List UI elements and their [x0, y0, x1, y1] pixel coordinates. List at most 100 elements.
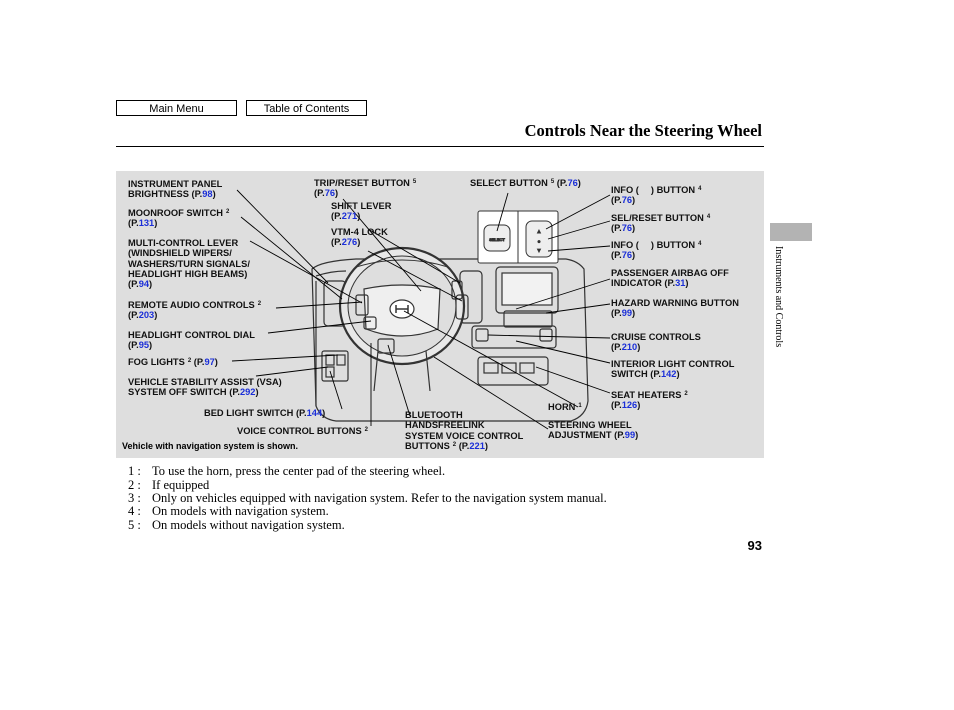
page-link[interactable]: 221 [469, 440, 485, 451]
label-line: INFO ( [611, 185, 639, 195]
section-label: Instruments and Controls [773, 246, 784, 348]
label-line: SHIFT LEVER [331, 201, 392, 211]
footnote-number: 3 : [128, 491, 141, 505]
label-line: HORN [548, 402, 576, 412]
label-line: HEADLIGHT HIGH BEAMS) [128, 268, 248, 279]
label-line: HEADLIGHT CONTROL DIAL [128, 330, 255, 340]
footnote-number: 2 : [128, 478, 141, 492]
page-link[interactable]: 142 [660, 369, 677, 380]
label-line: (P. [193, 357, 205, 367]
footnote-mark: 4 [698, 241, 702, 247]
label-line: INTERIOR LIGHT CONTROL [611, 359, 735, 369]
footnote-text: On models with navigation system. [152, 504, 329, 518]
label-line: (P. [611, 400, 622, 411]
page-link[interactable]: 276 [341, 237, 358, 248]
footnote-2: 2 :If equipped [128, 478, 209, 493]
label-line: ) [632, 250, 636, 261]
label-line: ) [357, 237, 361, 248]
footnote-4: 4 : On models with navigation system. [128, 504, 329, 519]
bed-light-switch-label: BED LIGHT SWITCH (P.144) [204, 408, 325, 418]
page-link[interactable]: 76 [621, 195, 633, 206]
multi-control-lever-label: MULTI-CONTROL LEVER (WINDSHIELD WIPERS/ … [128, 238, 250, 289]
label-line: REMOTE AUDIO CONTROLS [128, 300, 255, 310]
label-line: VTM-4 LOCK [331, 227, 388, 237]
label-line: BRIGHTNESS (P. [128, 189, 203, 200]
dashboard-illustration: SELECT ▲ ● ▼ [231, 189, 611, 430]
label-line: ) [637, 342, 641, 353]
label-line: (P. [458, 440, 470, 451]
label-line: BLUETOOTH [405, 410, 463, 420]
page-link[interactable]: 97 [204, 357, 215, 367]
label-line: PASSENGER AIRBAG OFF [611, 268, 729, 278]
page-link[interactable]: 76 [621, 250, 633, 261]
diagram-caption: Vehicle with navigation system is shown. [122, 441, 299, 451]
label-line: ) [212, 189, 216, 200]
footnote-number: 1 : [128, 464, 141, 478]
footnote-text: To use the horn, press the center pad of… [152, 464, 446, 478]
label-line: SEAT HEATERS [611, 390, 682, 400]
label-line: (P. [128, 218, 139, 229]
page-link[interactable]: 292 [239, 387, 256, 398]
label-line: SWITCH (P. [611, 369, 661, 380]
svg-text:▼: ▼ [537, 248, 542, 254]
page-link[interactable]: 94 [138, 279, 150, 290]
svg-text:▲: ▲ [537, 229, 542, 235]
footnote-mark: 2 [257, 301, 262, 307]
label-line: VEHICLE STABILITY ASSIST (VSA) [128, 377, 282, 387]
page-link[interactable]: 203 [138, 310, 155, 321]
section-tab[interactable] [770, 223, 812, 241]
main-menu-button[interactable]: Main Menu [116, 100, 237, 116]
label-line: (P. [611, 250, 622, 261]
page-link[interactable]: 98 [202, 189, 213, 200]
page-number: 93 [747, 538, 762, 553]
label-line: SYSTEM VOICE CONTROL [405, 430, 524, 441]
page-link[interactable]: 210 [621, 342, 638, 353]
label-line: ) [154, 218, 158, 229]
page-link[interactable]: 76 [621, 223, 633, 234]
label-line: SYSTEM OFF SWITCH [128, 387, 227, 398]
footnote-text: Only on vehicles equipped with navigatio… [152, 491, 607, 505]
label-line: ) [484, 440, 489, 451]
label-line: ) [214, 357, 218, 367]
footnote-number: 5 : [128, 518, 141, 532]
label-line: (P. [331, 211, 342, 222]
label-line: ) BUTTON [650, 240, 696, 250]
page-link[interactable]: 76 [324, 188, 336, 199]
page-link[interactable]: 99 [621, 308, 633, 319]
passenger-airbag-off-indicator-label: PASSENGER AIRBAG OFF INDICATOR (P.31) [611, 268, 729, 289]
footnote-3: 3 : Only on vehicles equipped with naviga… [128, 491, 607, 506]
page-link[interactable]: 126 [621, 400, 638, 411]
page-link[interactable]: 99 [624, 430, 636, 441]
footnote-mark: 2 [452, 441, 457, 448]
label-line: WASHERS/TURN SIGNALS/ [128, 258, 250, 269]
vtm4-lock-label: VTM-4 LOCK (P.276) [331, 227, 388, 248]
page-link[interactable]: 76 [567, 178, 578, 188]
label-line: MULTI-CONTROL LEVER [128, 238, 239, 248]
page-link[interactable]: 271 [341, 211, 358, 222]
label-line: (P. [611, 195, 622, 206]
label-line: ) [149, 279, 153, 290]
label-line: FOG LIGHTS [128, 357, 185, 367]
vsa-off-switch-label: VEHICLE STABILITY ASSIST (VSA) SYSTEM OF… [128, 377, 282, 398]
table-of-contents-button[interactable]: Table of Contents [246, 100, 367, 116]
page-link[interactable]: 131 [138, 218, 155, 229]
page-link[interactable]: 31 [675, 278, 686, 289]
page-link[interactable]: 95 [138, 340, 150, 351]
steering-wheel-adjustment-label: STEERING WHEEL ADJUSTMENT (P.99) [548, 420, 638, 441]
label-line: (P. [314, 188, 325, 199]
label-line: BUTTONS [405, 440, 450, 451]
label-line: HANDSFREELINK [405, 420, 485, 431]
footnote-number: 4 : [128, 504, 141, 518]
hazard-warning-button-label: HAZARD WARNING BUTTON (P.99) [611, 298, 739, 319]
footnote-mark: 2 [226, 209, 230, 215]
label-line: ) [685, 278, 689, 289]
page-link[interactable]: 144 [306, 408, 323, 418]
footnote-mark: 2 [364, 427, 368, 433]
label-line: ) [335, 188, 339, 199]
